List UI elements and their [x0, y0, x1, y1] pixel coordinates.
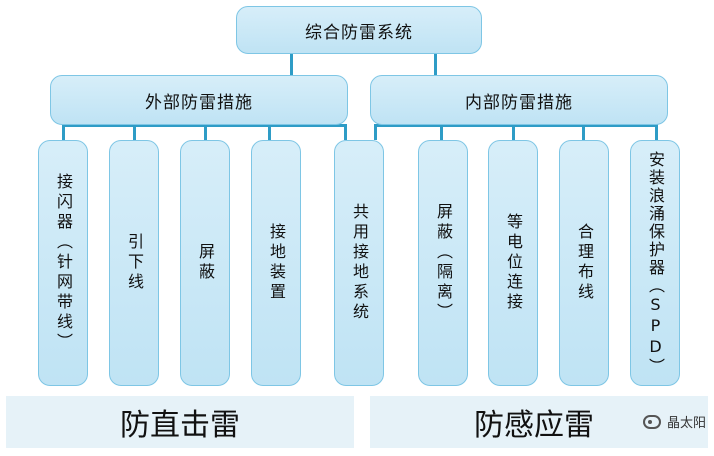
external-item-down-conductor: 引下线	[109, 140, 159, 386]
connector-external-drop-2	[133, 124, 136, 140]
connector-internal-drop-1	[440, 124, 443, 140]
connector-external-drop-1	[62, 124, 65, 140]
connector-shared-drop-left	[344, 124, 347, 140]
connector-external-drop-3	[204, 124, 207, 140]
internal-item-equipotential-bonding: 等电位连接	[488, 140, 538, 386]
connector-internal-drop-2	[512, 124, 515, 140]
internal-measures-node: 内部防雷措施	[370, 75, 668, 125]
external-item-air-terminal: 接闪器（针网带线）	[38, 140, 88, 386]
connector-internal-drop-3	[582, 124, 585, 140]
watermark: 晶太阳	[642, 412, 706, 431]
external-item-grounding: 接地装置	[251, 140, 301, 386]
connector-internal-drop-4	[655, 124, 658, 140]
connector-root-to-internal	[434, 53, 437, 75]
external-item-shielding: 屏蔽	[180, 140, 230, 386]
root-node: 综合防雷系统	[236, 6, 482, 54]
chat-bubble-icon	[642, 414, 661, 429]
root-node-label: 综合防雷系统	[305, 22, 413, 43]
internal-item-shielding-isolation: 屏蔽（隔离）	[418, 140, 468, 386]
connector-internal-bus	[374, 124, 658, 127]
watermark-label: 晶太阳	[666, 416, 706, 431]
shared-grounding-system: 共用接地系统	[334, 140, 384, 386]
connector-shared-drop-right	[374, 124, 377, 140]
connector-external-drop-4	[268, 124, 271, 140]
internal-item-wiring: 合理布线	[559, 140, 609, 386]
connector-root-to-branches	[290, 53, 293, 75]
internal-item-spd: 安装浪涌保护器（SPD）	[630, 140, 680, 386]
internal-measures-label: 内部防雷措施	[465, 92, 573, 113]
direct-strike-label: 防直击雷	[120, 408, 240, 443]
induced-strike-label: 防感应雷	[474, 408, 594, 443]
external-measures-label: 外部防雷措施	[145, 92, 253, 113]
external-measures-node: 外部防雷措施	[50, 75, 348, 125]
direct-strike-band: 防直击雷	[6, 396, 354, 448]
